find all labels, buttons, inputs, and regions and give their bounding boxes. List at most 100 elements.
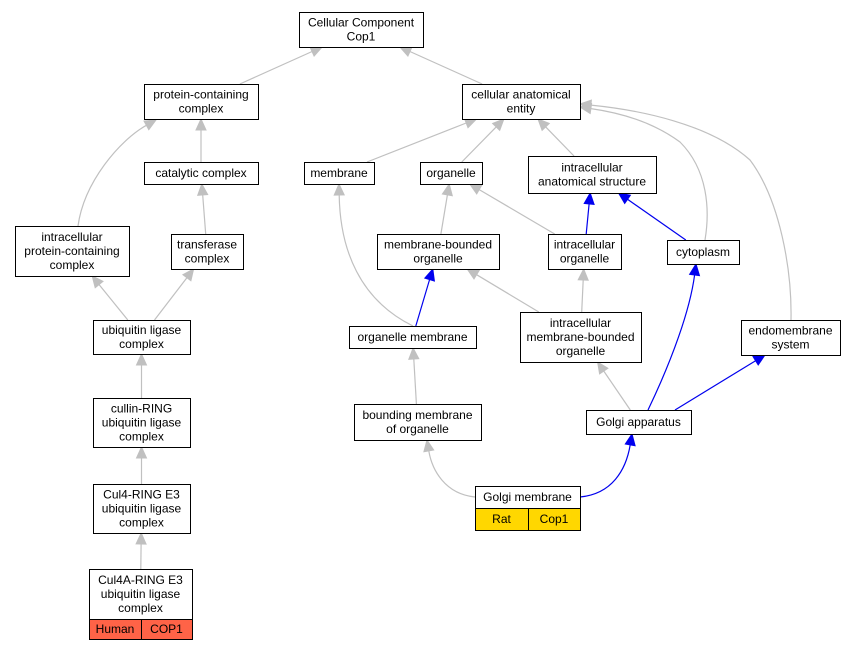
term-box (377, 234, 500, 270)
term-label-line: complex (119, 516, 164, 530)
edge-golgi-apparatus-to-cytoplasm (647, 262, 701, 411)
arrowhead (408, 346, 420, 360)
edge-line (202, 194, 207, 235)
edge-line (461, 126, 497, 163)
term-label-line: membrane (310, 166, 368, 180)
term-node-organelle[interactable]: organelle (420, 162, 483, 185)
term-label-line: complex (118, 601, 163, 615)
term-label-line: Golgi apparatus (596, 415, 681, 429)
arrowhead (491, 118, 505, 132)
arrowhead (423, 267, 435, 282)
arrowhead (195, 117, 207, 131)
arrowhead (143, 119, 158, 131)
term-node-organelle-membrane[interactable]: organelle membrane (349, 326, 477, 349)
term-label-line: cullin-RING (111, 402, 172, 416)
term-box (89, 569, 193, 620)
arrowhead (423, 438, 435, 453)
term-label-line: cellular anatomical (471, 88, 570, 102)
edge-line (647, 274, 696, 411)
term-label-line: anatomical structure (538, 175, 646, 189)
term-node-golgi-membrane[interactable]: Golgi membrane (475, 486, 581, 509)
arrowhead (135, 352, 148, 366)
term-label-line: ubiquitin ligase (102, 323, 182, 337)
edge-line (590, 108, 708, 241)
edge-golgi-apparatus-to-endomembrane (674, 354, 767, 411)
arrowhead (196, 182, 209, 196)
term-label-line: intracellular (550, 316, 611, 330)
term-label-line: cytoplasm (676, 245, 730, 259)
edge-membrane-bounded-to-organelle (440, 182, 453, 235)
term-node-membrane[interactable]: membrane (304, 162, 375, 185)
edge-line (428, 450, 476, 498)
arrowhead (135, 531, 147, 545)
term-label-line: complex (179, 102, 224, 116)
term-label-line: intracellular (41, 230, 102, 244)
edge-cullin-to-ubiquitin (135, 352, 148, 398)
edge-endomembrane-to-cellular-entity (578, 99, 792, 321)
arrowhead (688, 262, 701, 277)
arrowhead (333, 182, 345, 196)
term-label-line: ubiquitin ligase (102, 502, 182, 516)
edge-cul4a-to-cul4 (135, 531, 147, 570)
edge-catalytic-to-protein-complex (195, 117, 207, 162)
term-box (354, 404, 482, 441)
term-label-line: intracellular (554, 238, 615, 252)
term-node-catalytic[interactable]: catalytic complex (144, 162, 259, 185)
edge-line (581, 279, 584, 313)
term-node-golgi-apparatus[interactable]: Golgi apparatus (586, 410, 692, 435)
edge-cellular-entity-to-root (398, 46, 483, 85)
edge-ubiquitin-to-intracellular-protein-complex (91, 275, 129, 321)
edge-line (545, 126, 575, 157)
term-box (462, 84, 581, 120)
term-label-line: membrane-bounded (526, 330, 634, 344)
arrowhead (181, 268, 195, 282)
term-box (93, 320, 191, 355)
term-box (548, 234, 622, 270)
edge-line (409, 50, 483, 85)
term-label-line: entity (507, 102, 536, 116)
arrowhead (596, 361, 609, 375)
edge-line (476, 274, 540, 313)
term-box (741, 320, 841, 356)
term-label-line: Golgi membrane (483, 490, 572, 504)
species-label: Rat (492, 512, 511, 526)
gene-label: Cop1 (540, 512, 569, 526)
edge-organelle-membrane-to-membrane-bounded (415, 267, 435, 327)
edge-line (77, 124, 147, 227)
edge-line (590, 104, 792, 321)
term-box (171, 234, 244, 270)
edge-intracellular-protein-complex-to-protein-complex (77, 119, 158, 227)
term-label-line: of organelle (386, 422, 449, 436)
edge-line (366, 122, 467, 163)
arrowhead (441, 182, 453, 197)
gene-cell (528, 508, 581, 531)
gene-cell (141, 619, 193, 640)
arrowhead (583, 191, 595, 205)
edge-golgi-apparatus-to-intra-mb-organelle (596, 361, 631, 411)
term-label-line: catalytic complex (155, 166, 246, 180)
edge-cytoplasm-to-intracellular-structure (617, 192, 687, 241)
term-box (420, 162, 483, 185)
term-node-cytoplasm[interactable]: cytoplasm (667, 240, 740, 265)
edge-organelle-membrane-to-membrane (333, 182, 414, 327)
arrowhead (577, 267, 589, 281)
term-label-line: Cul4-RING E3 (103, 488, 180, 502)
term-box (520, 312, 642, 363)
term-box (299, 12, 424, 48)
